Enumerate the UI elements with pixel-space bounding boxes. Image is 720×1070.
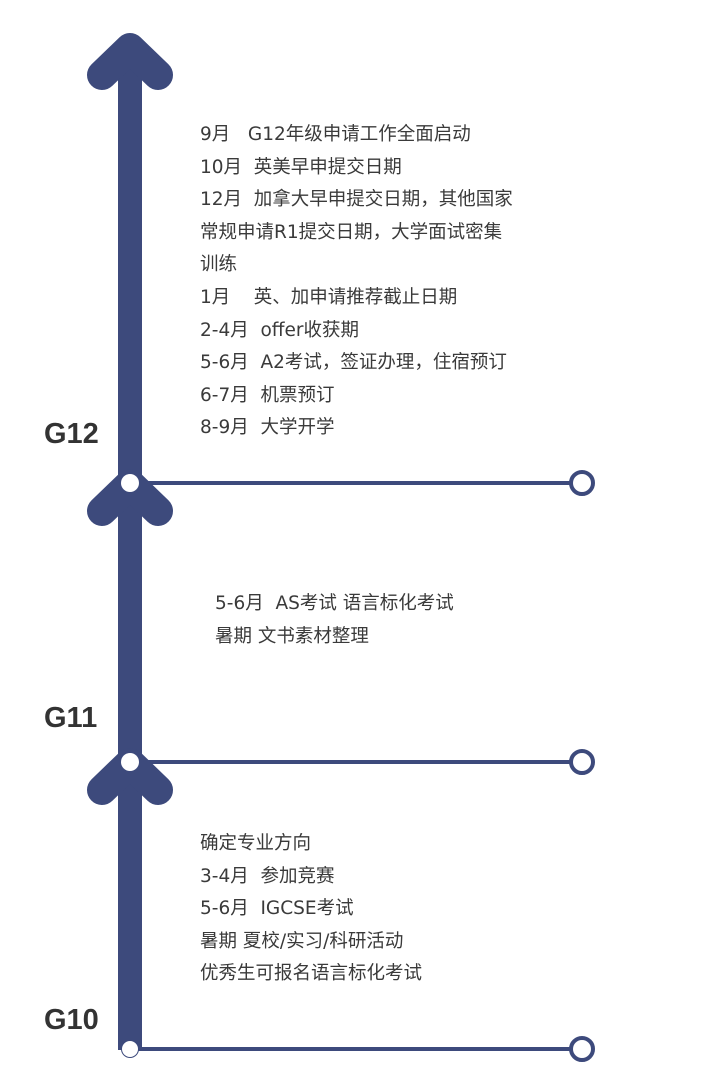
milestone-item: 训练 <box>200 254 238 276</box>
milestone-item: 5-6月 IGCSE考试 <box>200 898 354 920</box>
g12-milestones: 9月 G12年级申请工作全面启动 10月 英美早申提交日期 12月 加拿大早申提… <box>200 119 513 445</box>
joint-dot-g12 <box>121 474 139 492</box>
milestone-item: 12月 加拿大早申提交日期，其他国家 <box>200 189 513 211</box>
milestone-item: 2-4月 offer收获期 <box>200 319 360 341</box>
end-node-g11 <box>569 749 595 775</box>
milestone-item: 9月 G12年级申请工作全面启动 <box>200 124 471 145</box>
milestone-item: 10月 英美早申提交日期 <box>200 156 402 178</box>
arrow-head-top-icon <box>87 33 173 90</box>
joint-dot-g10-inner <box>122 1041 138 1057</box>
milestone-item: 3-4月 参加竞赛 <box>200 865 335 887</box>
milestone-item: 8-9月 大学开学 <box>200 417 335 439</box>
end-node-g10 <box>569 1036 595 1062</box>
milestone-item: 确定专业方向 <box>200 833 312 854</box>
milestone-item: 6-7月 机票预订 <box>200 384 335 406</box>
milestone-item: 1月 英、加申请推荐截止日期 <box>200 286 458 308</box>
g11-milestones: 5-6月 AS考试 语言标化考试 暑期 文书素材整理 <box>215 588 454 653</box>
milestone-item: 优秀生可报名语言标化考试 <box>200 963 423 985</box>
end-node-g12 <box>569 470 595 496</box>
g10-milestones: 确定专业方向 3-4月 参加竞赛 5-6月 IGCSE考试 暑期 夏校/实习/科… <box>200 828 422 991</box>
grade-label-g10: G10 <box>44 1004 99 1036</box>
milestone-item: 暑期 文书素材整理 <box>215 625 369 647</box>
grade-label-g12: G12 <box>44 418 99 450</box>
joint-dot-g11 <box>121 753 139 771</box>
milestone-item: 常规申请R1提交日期，大学面试密集 <box>200 221 503 243</box>
milestone-item: 5-6月 AS考试 语言标化考试 <box>215 593 454 614</box>
grade-label-g11: G11 <box>44 702 98 734</box>
milestone-item: 5-6月 A2考试，签证办理，住宿预订 <box>200 352 507 374</box>
milestone-item: 暑期 夏校/实习/科研活动 <box>200 930 404 952</box>
